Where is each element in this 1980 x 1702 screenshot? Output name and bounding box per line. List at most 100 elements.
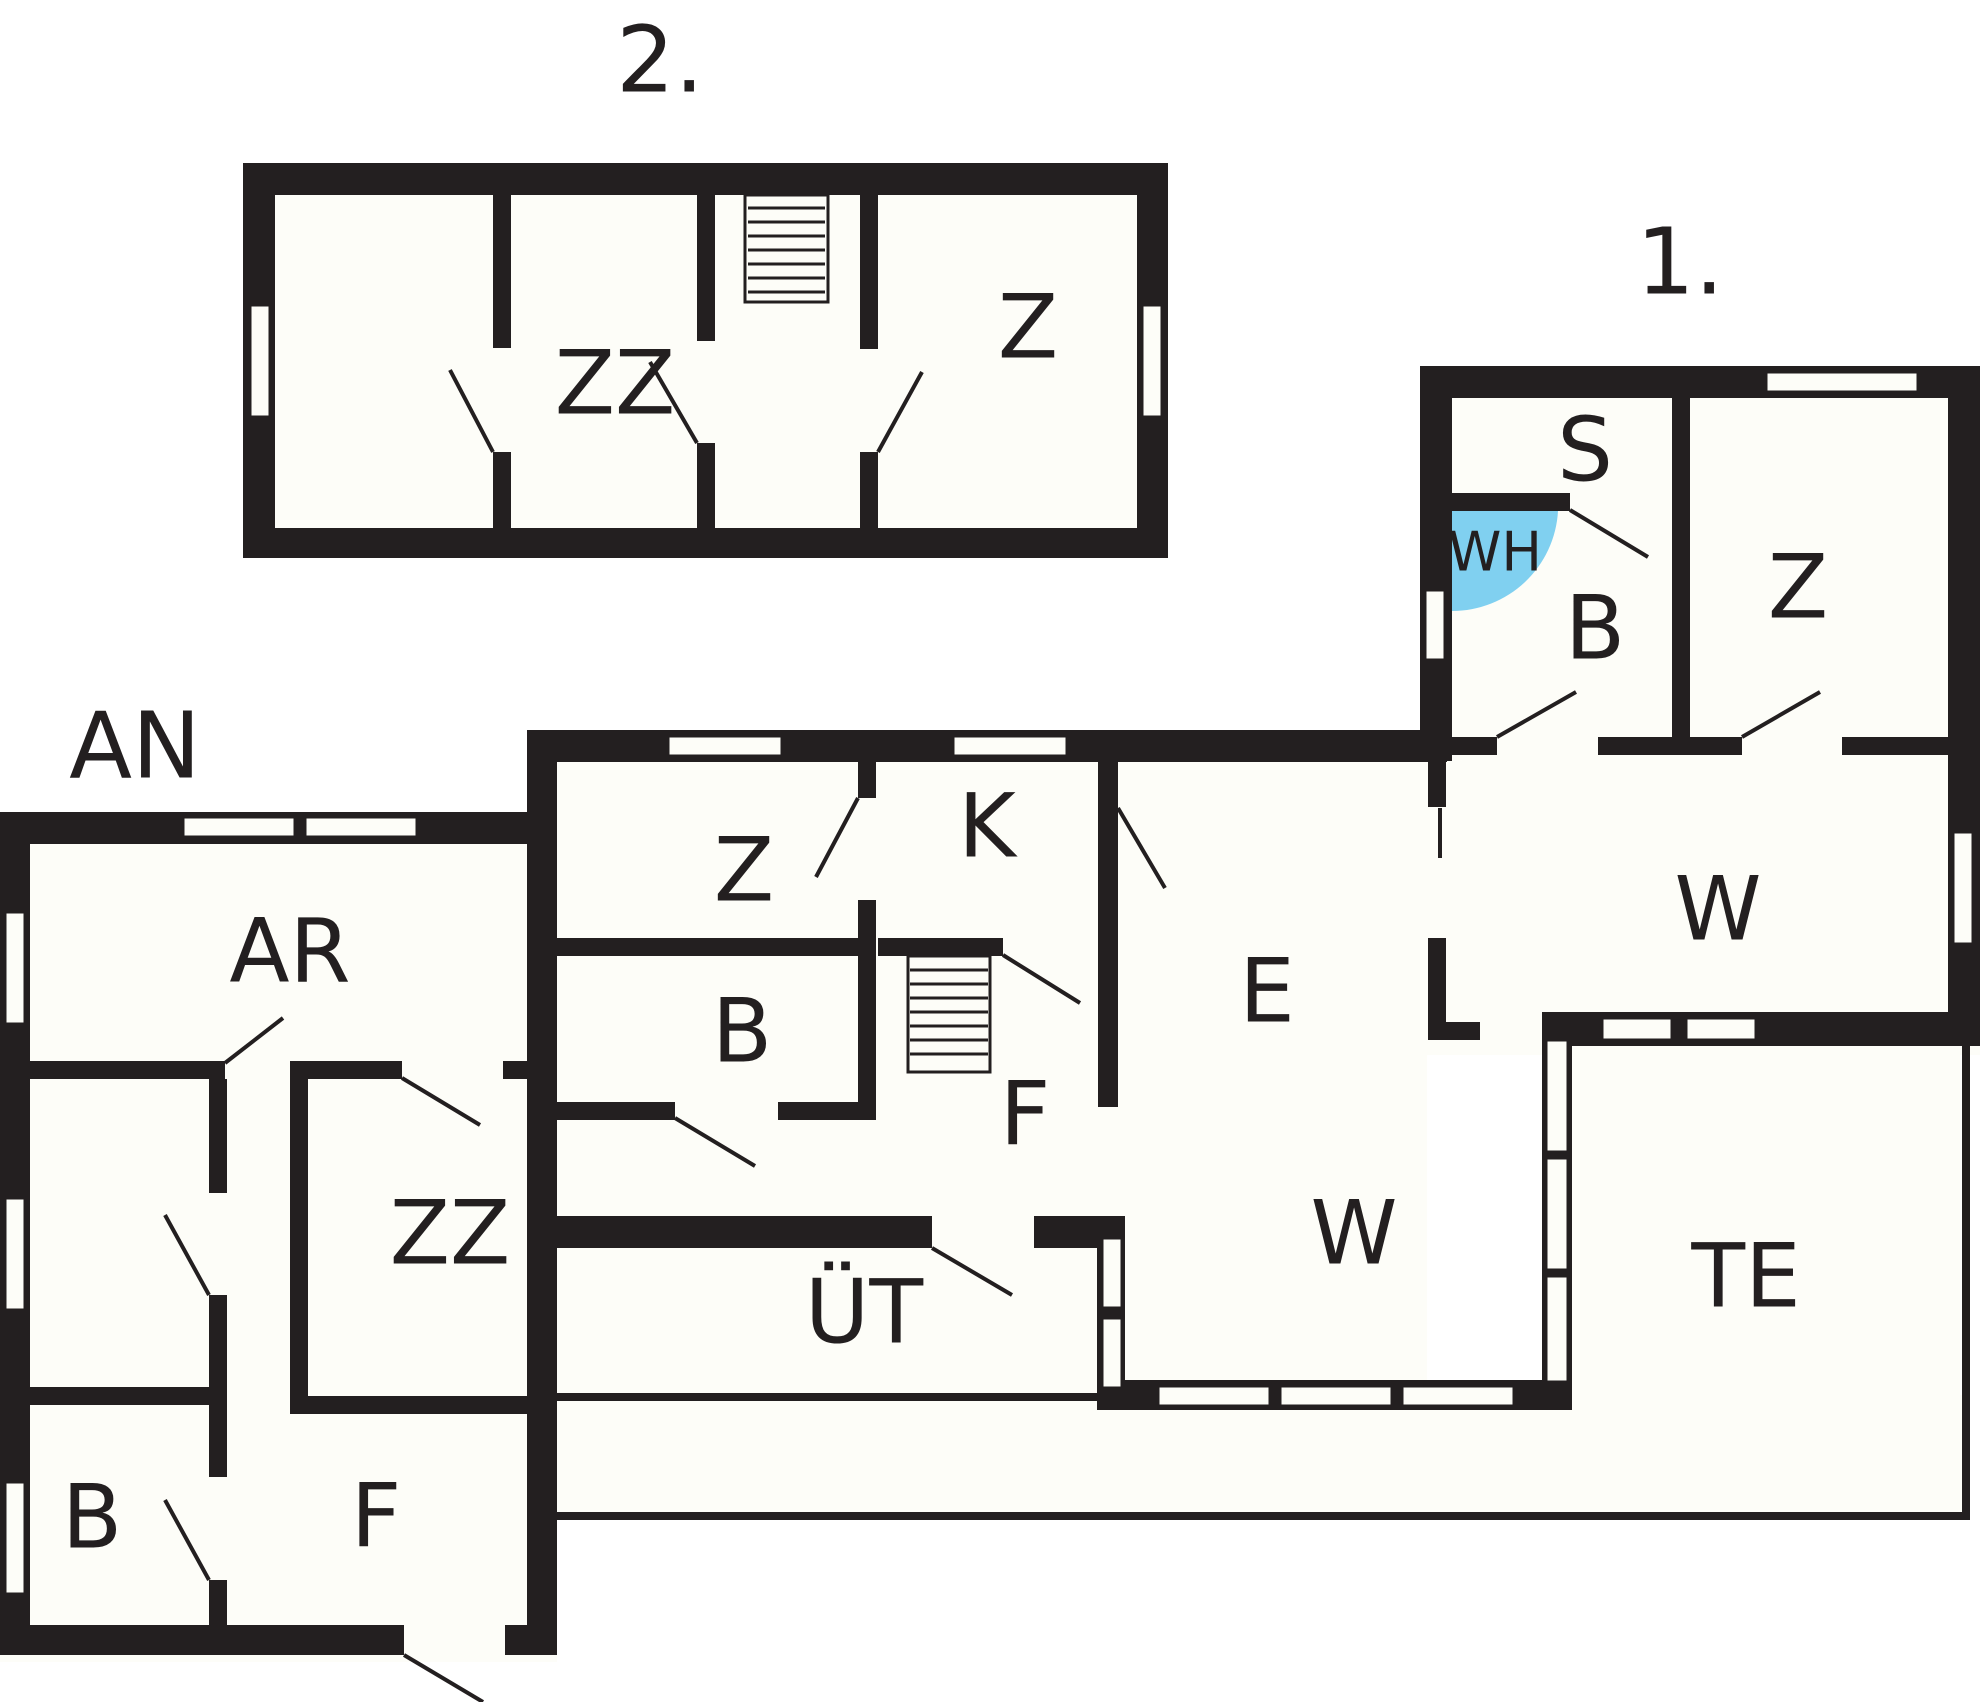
wall [493,452,511,558]
wall [1098,908,1118,958]
door [814,797,860,878]
door [930,1246,1014,1297]
wall [300,1061,402,1079]
room-label: B [1565,577,1625,680]
wall [493,163,511,348]
room-label: E [1239,940,1295,1043]
wall [545,1102,675,1120]
room-label: B [712,980,772,1083]
room-label: Z [998,276,1058,379]
window [248,303,272,419]
room-label: ZZ [390,1182,511,1285]
window [666,734,784,758]
wall [858,900,876,1110]
water-heater-symbol [1452,511,1558,612]
window [1684,1016,1758,1042]
wall [1598,737,1742,755]
wall [697,443,715,558]
window [1400,1384,1516,1408]
wall [1420,366,1452,761]
wall [545,1512,1970,1520]
wall [209,1295,227,1477]
floor-areas [0,163,1980,1662]
wall [858,730,876,798]
window [951,734,1069,758]
wall [545,938,860,956]
door [402,1653,485,1702]
wall [697,163,715,341]
wall [20,1061,225,1079]
window [1100,1316,1124,1390]
door [163,1214,211,1296]
windows [3,303,1975,1596]
terrace-strip-area [555,1395,1965,1520]
wall [1440,737,1497,755]
stairs-upper [743,193,830,304]
window [1951,830,1975,946]
window [3,1480,27,1596]
wall [209,1580,227,1640]
wall [545,1393,1097,1401]
wall [503,1061,533,1079]
window [1544,1156,1570,1272]
wall [0,1625,404,1655]
wall [1962,1046,1970,1520]
door [163,1499,211,1581]
floor-label-ground: 1. [1636,209,1724,316]
annex-area [0,812,557,1662]
window [1600,1016,1674,1042]
wall [1428,938,1446,1040]
water-heater-label: WH [1448,521,1542,584]
window [1544,1038,1570,1154]
door [223,1016,285,1065]
room-label: Z [714,819,774,922]
window [1100,1236,1124,1310]
window [1156,1384,1272,1408]
door [448,369,495,453]
wall [290,1396,530,1414]
room-label: F [351,1465,402,1568]
wall [290,1061,308,1406]
room-label: Z [1768,536,1828,639]
door [1741,690,1821,739]
room-label: B [62,1466,122,1569]
room-label: W [1310,1182,1397,1285]
room-label: ÜT [805,1261,924,1364]
floor-label-annex: AN [69,693,201,800]
window [1278,1384,1394,1408]
window [3,910,27,1026]
wall [860,452,878,558]
wall [209,1079,227,1193]
room-label: AR [229,900,350,1003]
room-label: S [1557,399,1613,502]
wall [1098,731,1118,806]
door [876,371,924,453]
room-label: F [1000,1063,1051,1166]
window [1140,303,1164,419]
door [400,1076,482,1127]
room-label: K [958,775,1018,878]
wall [1672,366,1690,741]
wall [545,1216,932,1248]
wall [878,938,1003,956]
window [3,1196,27,1312]
ground-top-right-area [1420,366,1980,1055]
floor-label-upper: 2. [616,7,704,114]
stairs-ground [906,954,992,1074]
window [1764,370,1920,394]
door [648,360,699,445]
door [1116,806,1167,890]
window [1544,1274,1570,1384]
wall [20,1387,220,1405]
doors [163,360,1821,1702]
wall [778,1102,876,1120]
door [673,1116,757,1168]
door [1001,953,1082,1005]
door [1496,690,1577,739]
wall [860,163,878,349]
window [181,815,297,839]
wall [1440,493,1570,511]
room-label: TE [1690,1225,1800,1328]
wall [1842,737,1962,755]
